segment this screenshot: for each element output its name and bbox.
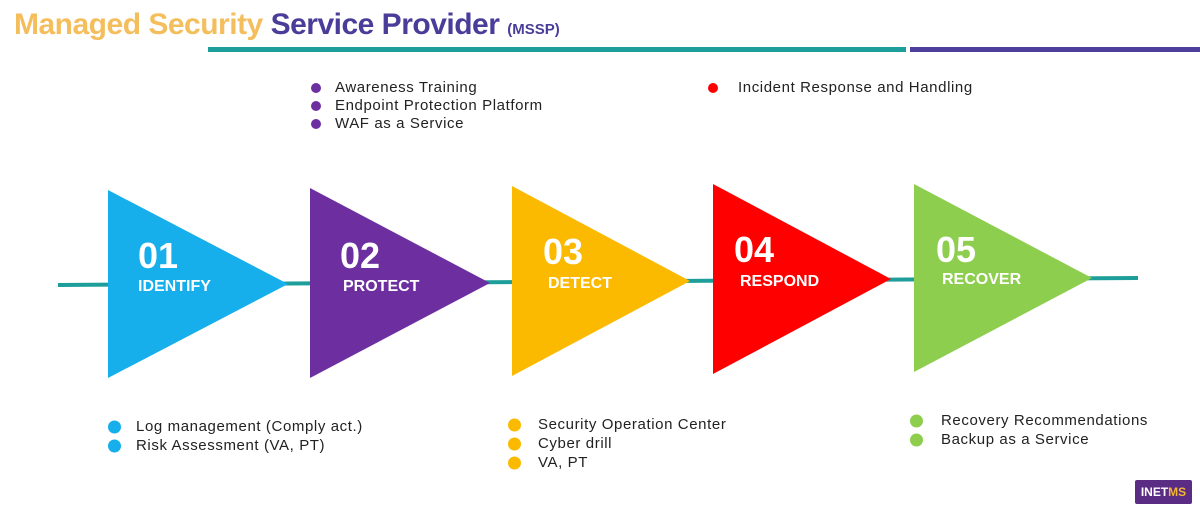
bullet-dot [508,418,521,431]
step-label-recover: RECOVER [942,271,1022,288]
list-item: Security Operation Center [508,415,726,434]
list-item: Cyber drill [508,434,726,453]
step-label-protect: PROTECT [343,278,420,295]
list-item-label: Backup as a Service [941,431,1090,448]
bullet-dot [508,456,521,469]
step-triangle-recover [914,184,1092,372]
identify-services-list: Log management (Comply act.) Risk Assess… [108,417,363,455]
step-identify: 01 IDENTIFY [108,190,288,378]
step-triangle-detect [512,186,690,376]
list-item-label: Risk Assessment (VA, PT) [136,437,326,454]
list-item: Log management (Comply act.) [108,417,363,436]
respond-services-list: Incident Response and Handling [708,79,973,97]
step-protect: 02 PROTECT [310,188,490,378]
protect-services-list: Awareness Training Endpoint Protection P… [311,79,543,133]
list-item-label: Recovery Recommendations [941,412,1148,429]
step-triangle-protect [310,188,490,378]
list-item: Backup as a Service [910,430,1148,449]
list-item: Incident Response and Handling [708,79,973,97]
list-item: VA, PT [508,453,726,472]
list-item-label: Log management (Comply act.) [136,418,363,435]
bullet-dot [910,433,923,446]
list-item-label: VA, PT [538,454,588,471]
logo-text-main: INET [1140,485,1169,499]
bullet-dot [708,83,718,93]
title-part-mssp: (MSSP) [507,21,560,38]
step-label-detect: DETECT [548,275,612,292]
title-underline-teal [208,47,906,52]
page-title: Managed Security Service Provider (MSSP) [14,8,560,42]
bullet-dot [311,101,321,111]
step-triangle-identify [108,190,288,378]
list-item-label: Awareness Training [335,79,478,96]
bullet-dot [108,439,121,452]
list-item: Recovery Recommendations [910,411,1148,430]
step-number-protect: 02 [340,235,380,276]
list-item-label: Security Operation Center [538,416,727,433]
step-number-respond: 04 [734,229,774,270]
step-detect: 03 DETECT [512,186,690,376]
recover-services-list: Recovery Recommendations Backup as a Ser… [910,411,1148,449]
bullet-dot [108,420,121,433]
list-item-label: Cyber drill [538,435,613,452]
list-item: Awareness Training [311,79,543,97]
title-part-service-provider: Service Provider [270,8,500,41]
step-triangle-respond [713,184,891,374]
step-label-identify: IDENTIFY [138,278,211,295]
bullet-dot [311,83,321,93]
step-label-respond: RESPOND [740,273,819,290]
bullet-dot [508,437,521,450]
logo-text-accent: MS [1168,485,1187,499]
list-item-label: Incident Response and Handling [738,79,973,96]
title-part-managed-security: Managed Security [14,8,263,41]
list-item-label: Endpoint Protection Platform [335,97,543,114]
step-number-detect: 03 [543,231,583,272]
list-item: WAF as a Service [311,115,543,133]
step-recover: 05 RECOVER [914,184,1092,372]
title-underline-purple [910,47,1200,52]
list-item-label: WAF as a Service [335,115,465,132]
bullet-dot [311,119,321,129]
step-number-recover: 05 [936,229,976,270]
list-item: Endpoint Protection Platform [311,97,543,115]
step-respond: 04 RESPOND [713,184,891,374]
step-number-identify: 01 [138,235,178,276]
list-item: Risk Assessment (VA, PT) [108,436,363,455]
bullet-dot [910,414,923,427]
detect-services-list: Security Operation Center Cyber drill VA… [508,415,726,472]
